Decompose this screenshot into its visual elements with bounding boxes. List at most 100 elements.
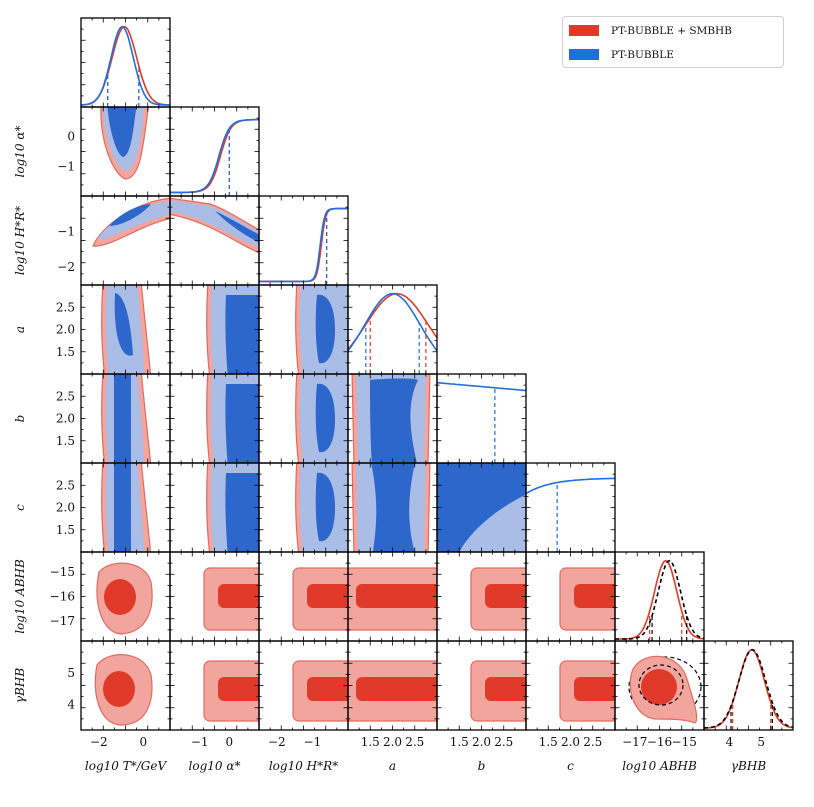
posterior-1d-red — [81, 25, 170, 106]
x-tick-label: 1.5 — [361, 735, 380, 749]
x-axis-label: log10 α* — [189, 759, 241, 773]
x-axis-label: b — [478, 759, 486, 773]
legend-swatch-red — [569, 25, 599, 36]
x-axis-label: log10 H*R* — [269, 759, 338, 773]
posterior-1d-red — [170, 118, 259, 194]
contour-blue-inner — [114, 374, 131, 463]
posterior-1d-blue — [437, 381, 526, 392]
y-tick-label: 2.0 — [56, 501, 75, 515]
x-tick-label: 0 — [139, 735, 147, 749]
posterior-1d-blue — [259, 207, 348, 283]
y-tick-label: 0 — [67, 130, 75, 144]
y-tick-label: 5 — [67, 666, 75, 680]
posterior-1d-red — [259, 207, 348, 283]
joint-panel-gamma-logalpha — [203, 660, 259, 722]
contour-blue-inner — [114, 293, 133, 356]
x-tick-label: 1.5 — [539, 735, 558, 749]
y-tick-label: 2.5 — [56, 478, 75, 492]
x-axis-label: log10 ABHB — [622, 759, 697, 773]
contour-red-inner — [307, 677, 348, 701]
joint-panel-gamma-logHR — [292, 660, 348, 722]
joint-panel-gamma-logA — [628, 655, 702, 724]
contour-red-inner — [485, 584, 526, 608]
joint-panel-c-b — [437, 463, 526, 552]
contour-red-inner — [356, 584, 437, 608]
contour-blue-outer — [97, 201, 170, 240]
x-tick-label: 2.0 — [472, 735, 491, 749]
legend-item-pt-bubble: PT-BUBBLE — [569, 44, 783, 65]
contour-blue-inner — [109, 204, 151, 226]
smbhb-contour-inner — [638, 664, 684, 706]
joint-panel-logA-logT — [96, 562, 153, 635]
contour-blue-inner — [315, 383, 335, 453]
diag-panel-logalpha — [170, 118, 259, 196]
diag-panel-logA — [615, 559, 704, 641]
y-tick-label: 1.5 — [56, 434, 75, 448]
joint-panel-logA-a — [348, 567, 437, 631]
posterior-1d-blue — [526, 477, 615, 495]
panel-frame — [703, 640, 794, 731]
posterior-1d-black — [704, 649, 793, 729]
posterior-1d-blue — [170, 118, 259, 194]
x-axis-label: log10 T*/GeV — [85, 759, 168, 773]
y-tick-label: −15 — [50, 565, 75, 579]
y-tick-label: 1.5 — [56, 345, 75, 359]
joint-panel-gamma-logT — [94, 654, 153, 726]
y-tick-label: −16 — [50, 590, 75, 604]
joint-panel-c-a — [351, 463, 431, 552]
x-tick-label: −1 — [304, 735, 322, 749]
contour-red-inner — [307, 584, 348, 608]
joint-panel-logHR-logT — [92, 197, 170, 247]
contour-red-inner — [218, 584, 259, 608]
y-tick-label: 2.5 — [56, 389, 75, 403]
joint-panel-logA-c — [559, 567, 615, 631]
y-tick-label: 2.5 — [56, 300, 75, 314]
y-axis-label: log10 α* — [13, 126, 27, 178]
diag-panel-a — [348, 292, 437, 374]
posterior-1d-red — [615, 559, 704, 640]
contour-blue-inner — [225, 473, 259, 552]
contour-red-inner — [574, 584, 615, 608]
joint-panel-c-logHR — [295, 463, 348, 552]
y-tick-label: −17 — [50, 614, 75, 628]
y-tick-label: −2 — [57, 260, 75, 274]
y-tick-label: −1 — [57, 225, 75, 239]
diag-panel-b — [437, 381, 526, 463]
x-tick-label: 2.5 — [405, 735, 424, 749]
contour-blue-inner — [114, 463, 131, 552]
y-axis-label: a — [13, 326, 27, 333]
panel-frame — [525, 462, 616, 553]
contour-blue-inner — [437, 463, 526, 552]
posterior-1d-blue — [81, 25, 170, 106]
y-tick-label: 4 — [67, 698, 75, 712]
legend: PT-BUBBLE + SMBHB PT-BUBBLE — [562, 16, 784, 68]
diag-panel-c — [526, 477, 615, 552]
posterior-1d-blue — [348, 292, 437, 352]
legend-label: PT-BUBBLE — [611, 48, 674, 61]
contour-blue-inner — [225, 384, 259, 463]
contour-blue-inner — [107, 107, 137, 157]
x-tick-label: −15 — [672, 735, 697, 749]
x-tick-label: 0 — [226, 735, 234, 749]
x-axis-label: γBHB — [731, 759, 766, 773]
x-axis-label: a — [389, 759, 396, 773]
panel-frame — [80, 17, 171, 108]
x-tick-label: 4 — [726, 735, 734, 749]
joint-panel-b-a — [351, 374, 431, 463]
x-axis-label: c — [567, 759, 574, 773]
y-tick-label: 1.5 — [56, 523, 75, 537]
y-tick-label: 2.0 — [56, 323, 75, 337]
diag-panel-logT — [81, 25, 170, 107]
contour-blue-inner — [225, 295, 259, 374]
contour-red-inner — [485, 677, 526, 701]
joint-panel-b-logalpha — [206, 374, 259, 463]
joint-panel-logHR-logalpha — [170, 197, 259, 254]
joint-panel-gamma-c — [559, 660, 615, 722]
legend-item-pt-bubble-smbhb: PT-BUBBLE + SMBHB — [569, 20, 783, 41]
y-axis-label: b — [13, 415, 27, 423]
y-tick-label: −1 — [57, 159, 75, 173]
x-tick-label: −2 — [90, 735, 108, 749]
x-tick-label: −1 — [191, 735, 209, 749]
contour-blue-inner — [315, 472, 335, 542]
